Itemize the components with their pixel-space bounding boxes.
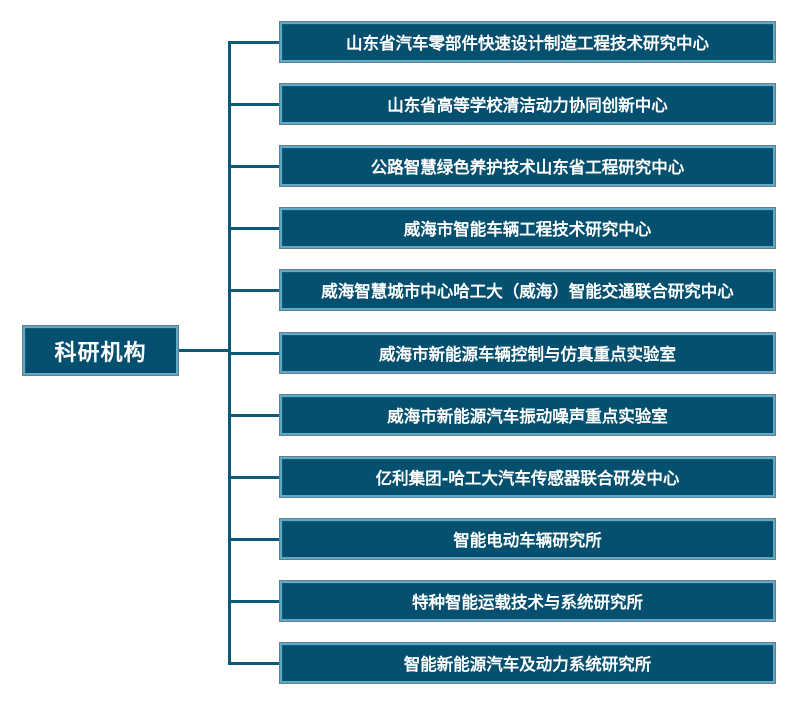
root-connector xyxy=(179,349,230,352)
branch-connector xyxy=(229,41,280,44)
child-node: 特种智能运载技术与系统研究所 xyxy=(279,579,776,622)
child-node: 智能电动车辆研究所 xyxy=(279,517,776,560)
branch-connector xyxy=(229,289,280,293)
child-node: 威海市新能源车辆控制与仿真重点实验室 xyxy=(279,331,776,374)
branch-connector xyxy=(229,103,280,107)
child-node: 威海市新能源汽车振动噪声重点实验室 xyxy=(279,393,776,436)
child-node: 亿利集团-哈工大汽车传感器联合研发中心 xyxy=(279,455,776,498)
branch-connector xyxy=(229,662,280,665)
child-node: 山东省高等学校清洁动力协同创新中心 xyxy=(279,83,776,126)
branch-connector xyxy=(229,227,280,231)
branch-connector xyxy=(229,475,280,479)
child-node: 威海市智能车辆工程技术研究中心 xyxy=(279,207,776,250)
branch-connector xyxy=(229,413,280,417)
branch-connector xyxy=(229,599,280,603)
branch-connector xyxy=(229,165,280,169)
child-node: 威海智慧城市中心哈工大（威海）智能交通联合研究中心 xyxy=(279,269,776,312)
child-node: 公路智慧绿色养护技术山东省工程研究中心 xyxy=(279,145,776,188)
root-node: 科研机构 xyxy=(22,325,179,376)
child-node: 山东省汽车零部件快速设计制造工程技术研究中心 xyxy=(279,21,776,63)
branch-connector xyxy=(229,351,280,355)
branch-connector xyxy=(229,537,280,541)
child-node: 智能新能源汽车及动力系统研究所 xyxy=(279,642,776,684)
